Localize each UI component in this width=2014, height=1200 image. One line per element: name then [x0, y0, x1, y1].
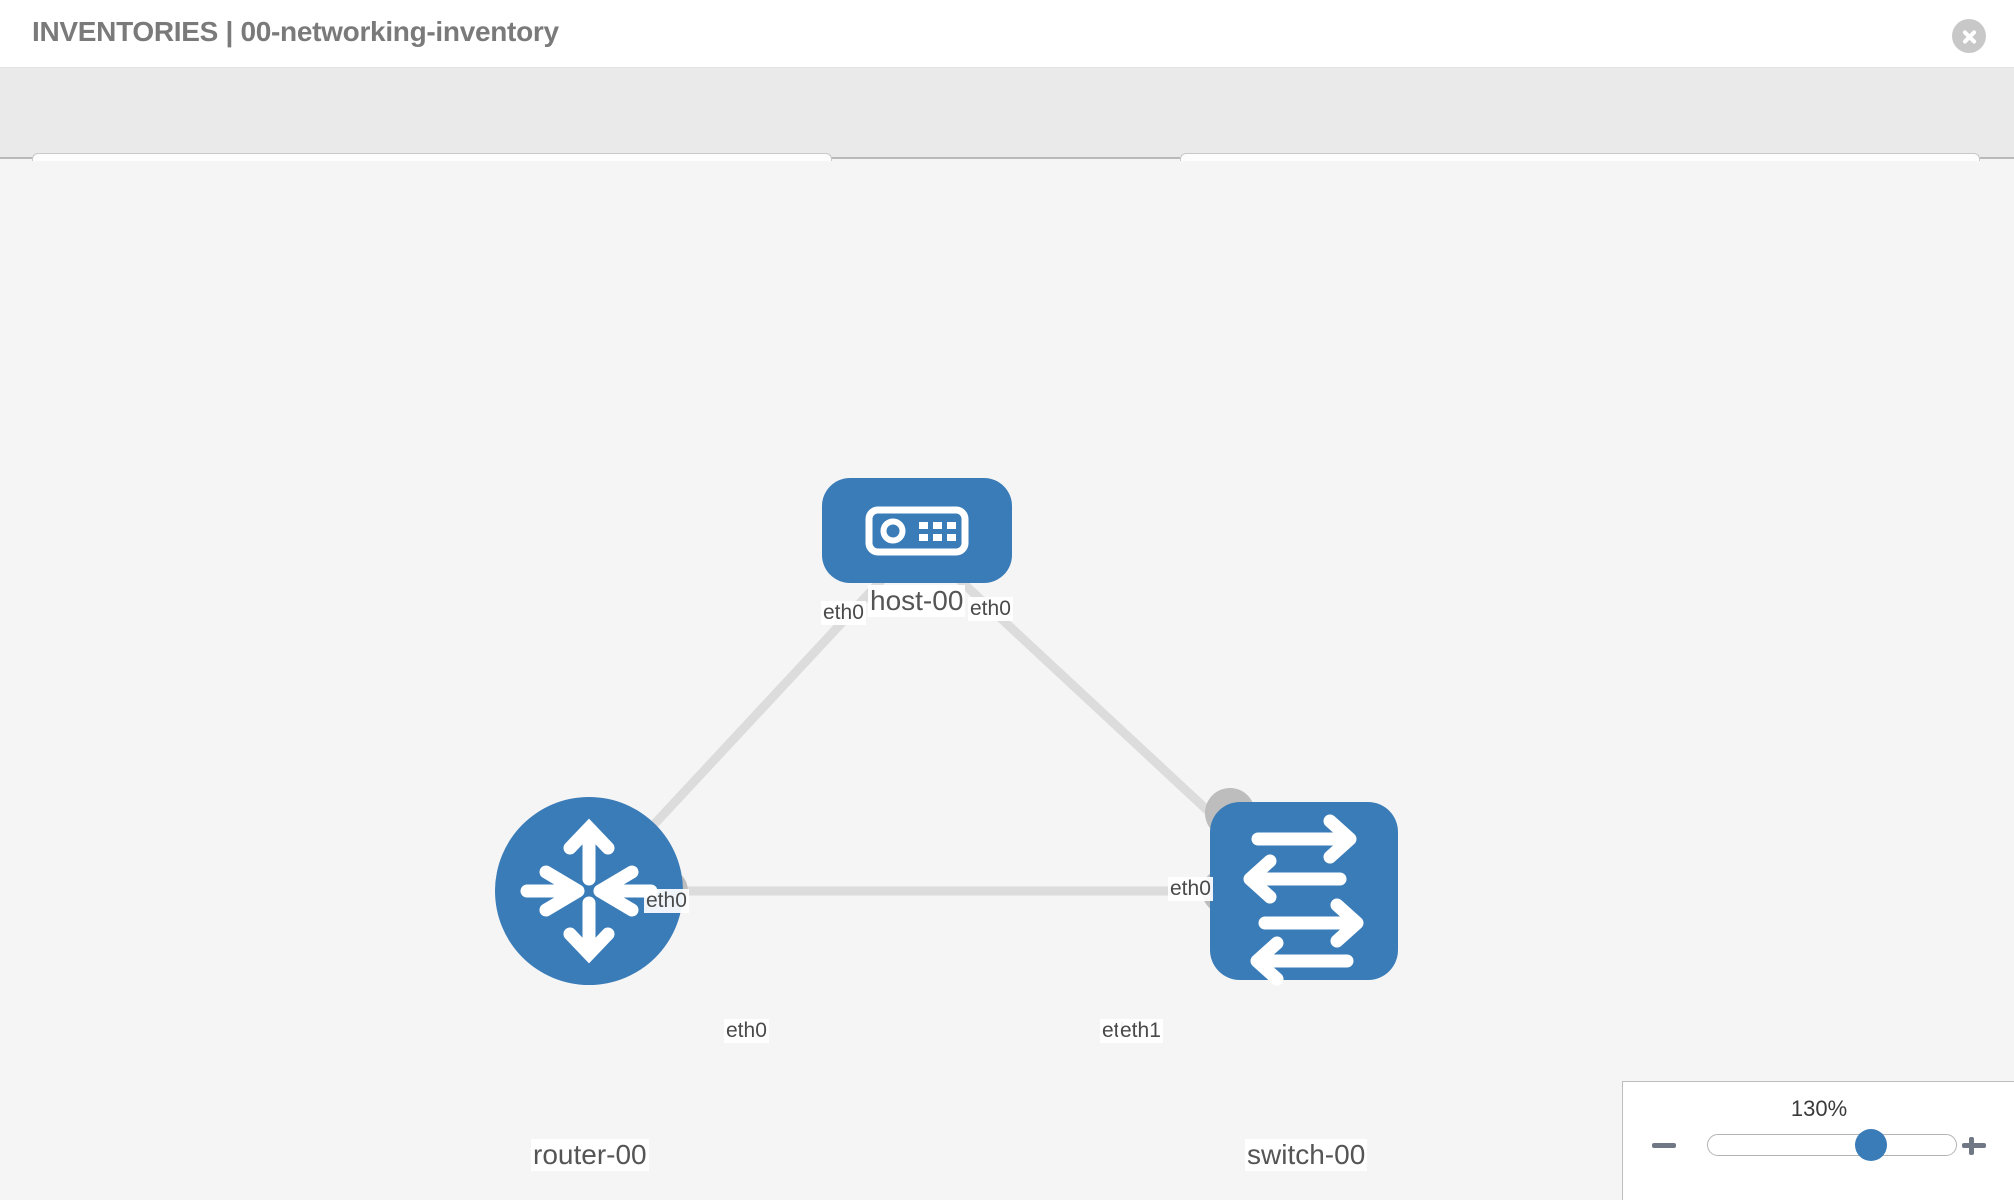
- node-label-switch-00: switch-00: [1245, 1139, 1368, 1172]
- switch-icon: [1243, 814, 1364, 986]
- server-icon: [865, 506, 969, 556]
- zoom-control-panel: 130%: [1622, 1081, 2014, 1200]
- zoom-level-value: 130%: [1790, 1096, 1848, 1121]
- topology-graph: [495, 478, 1398, 986]
- iface-label-router-right: eth0: [724, 1019, 769, 1044]
- zoom-in-button[interactable]: [1959, 1130, 1989, 1160]
- node-label-host-00: host-00: [868, 585, 966, 618]
- node-switch-00[interactable]: [1210, 802, 1398, 986]
- topology-links: [616, 567, 1239, 896]
- iface-label-host-right: eth0: [968, 597, 1013, 622]
- zoom-slider-track[interactable]: [1707, 1134, 1957, 1156]
- router-icon: [520, 818, 658, 964]
- toolbar: ACTIONS SEARCH: [0, 68, 2014, 210]
- page-header: INVENTORIES | 00-networking-inventory: [0, 0, 2014, 68]
- iface-label-router-up: eth0: [644, 889, 689, 914]
- topology-canvas[interactable]: host-00 router-00 switch-00 eth0 eth0 et…: [0, 161, 2014, 1200]
- node-router-00[interactable]: [495, 797, 683, 985]
- close-icon[interactable]: [1952, 19, 1986, 53]
- iface-label-switch-up: eth0: [1168, 877, 1213, 902]
- node-label-router-00: router-00: [531, 1139, 649, 1172]
- node-host-00[interactable]: [822, 478, 1012, 583]
- page-title: INVENTORIES | 00-networking-inventory: [32, 16, 559, 47]
- zoom-slider-handle[interactable]: [1855, 1129, 1887, 1161]
- zoom-out-button[interactable]: [1649, 1130, 1679, 1160]
- iface-label-switch-left-b: eth1: [1118, 1019, 1163, 1044]
- iface-label-host-left: eth0: [821, 601, 866, 626]
